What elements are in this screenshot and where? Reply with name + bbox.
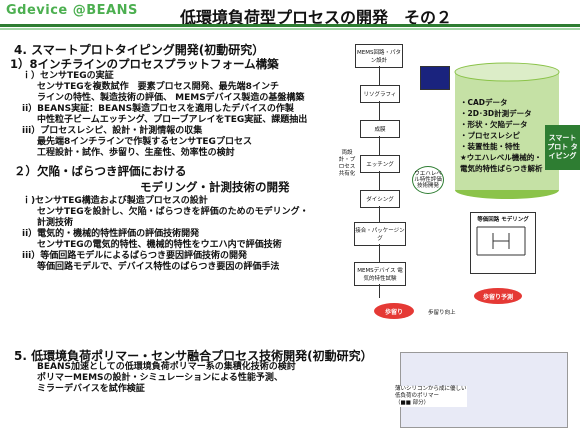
photo-caption-line1: 薄いシリコンから成に優しい低負荷のポリマー <box>395 386 467 399</box>
circuit-label: 等価回路 モデリング <box>477 217 529 223</box>
section5-heading: 5. 低環境負荷ポリマー・センサ融合プロセス技術開発(初動研究） <box>14 349 373 363</box>
item-i-line2: ラインの特性、製造技術の評価、 MEMSデバイス製造の基盤構築 <box>37 93 305 103</box>
flow-step-electric-test: MEMSデバイス 電気的特性試験 <box>354 262 406 286</box>
item-iii-line1: 最先端8インチラインで作製するセンサTEGプロセス <box>37 137 252 147</box>
flow-step-litho: リソグラフィ <box>360 85 400 103</box>
yield-predict-oval: 歩留り予測 <box>474 288 522 304</box>
process-image <box>420 66 450 90</box>
item-iii-line2: 工程設計・試作、歩留り、生産性、効率性の検討 <box>37 148 235 158</box>
data-item: ★ウエハレベル機械的・ <box>460 153 542 162</box>
flow-arrow <box>379 171 380 190</box>
b-item-i-line2: 計測技術 <box>37 218 74 228</box>
b-item-iii-line1: 等価回路モデルで、デバイス特性のばらつき要因の評価手法 <box>37 262 280 272</box>
item-ii-title: ii）BEANS実証：BEANS製造プロセスを適用したデバイスの作製 <box>22 104 294 114</box>
data-item: ・形状・欠陥データ <box>460 120 528 129</box>
flow-arrow <box>379 244 380 262</box>
item-i-title: ｉ）センサTEGの実証 <box>22 71 114 81</box>
yield-up-label: 歩留り向上 <box>428 310 456 316</box>
yield-oval: 歩留り <box>374 303 414 319</box>
section4-sub2a: ２）欠陥・ばらつき評価における <box>14 164 187 178</box>
b-item-i-line1: センサTEGを設計し、欠陥・ばらつきを評価のためのモデリング・ <box>37 207 309 217</box>
brand-logo-text: Gdevice @BEANS <box>6 3 138 18</box>
item-iii-title: iii）プロセスレシピ、設計・計測情報の収集 <box>22 126 203 136</box>
flow-step-film: 成膜 <box>360 120 400 138</box>
b-item-ii-line1: センサTEGの電気的特性、機械的特性をウエハ内で評価技術 <box>37 240 282 250</box>
section5-line1: BEANS加速としての低環境負荷ポリマー系の集積化技術の検討 <box>37 362 296 372</box>
wafer-eval-bubble: ウエハレベル特性評価技術開発 <box>412 166 444 194</box>
header-rule <box>0 24 580 27</box>
flow-arrow <box>379 206 380 222</box>
page-title: 低環境負荷型プロセスの開発 その２ <box>180 8 453 27</box>
smart-prototyping-label: スマート プロト タイピング <box>545 125 580 170</box>
flow-step-etch: エッチング <box>360 155 400 173</box>
flow-step-bonding: 接合・パッケージング <box>354 222 406 246</box>
section5-line2: ポリマーMEMSの設計・シミュレーションによる性能予測、 <box>37 373 283 383</box>
item-i-line1: センサTEGを複数試作 要素プロセス開発、最先端8インチ <box>37 82 279 92</box>
data-cylinder <box>454 62 560 199</box>
data-item: 電気的特性ばらつき解析 <box>460 164 543 173</box>
header-rule-light <box>0 28 580 30</box>
b-item-iii-title: iii）等価回路モデルによるばらつき要因評価技術の開発 <box>22 251 247 261</box>
flow-arrow <box>379 66 380 85</box>
photo-caption: 薄いシリコンから成に優しい低負荷のポリマー （■■ 部分） <box>395 386 467 407</box>
data-item: ・CADデータ <box>460 98 508 107</box>
section5-line3: ミラーデバイスを試作検証 <box>37 384 145 394</box>
data-item: ・プロセスレシピ <box>460 131 520 140</box>
photo-caption-line2: （■■ 部分） <box>395 400 430 406</box>
section4-sub1: 1）8インチラインのプロセスプラットフォーム構築 <box>10 57 279 71</box>
shared-design-label: 両設計・プロセス共有化 <box>338 150 356 177</box>
flow-arrow <box>379 284 380 298</box>
data-item: ・装置性能・特性 <box>460 142 520 151</box>
b-item-i-title: ｉ)センサTEG構造および製造プロセスの設計 <box>22 196 208 206</box>
item-ii-line1: 中性粒子ビームエッチング、プローブアレイをTEG実証、課題抽出 <box>37 115 308 125</box>
circuit-icon <box>476 226 526 256</box>
data-item: ・2D･3D計測データ <box>460 109 532 118</box>
circuit-model-box: 等価回路 モデリング <box>470 212 536 274</box>
data-list: ・CADデータ ・2D･3D計測データ ・形状・欠陥データ ・プロセスレシピ ・… <box>460 97 543 174</box>
flow-arrow <box>379 101 380 120</box>
flow-arrow <box>379 136 380 155</box>
section4-heading: 4. スマートプロトタイピング開発(初動研究） <box>14 43 265 57</box>
section4-sub2b: モデリング・計測技術の開発 <box>140 180 290 194</box>
flow-step-design: MEMS回路・パタン設計 <box>355 44 403 68</box>
flow-step-dicing: ダイシング <box>360 190 400 208</box>
b-item-ii-title: ii）電気的・機械的特性評価の評価技術開発 <box>22 229 200 239</box>
